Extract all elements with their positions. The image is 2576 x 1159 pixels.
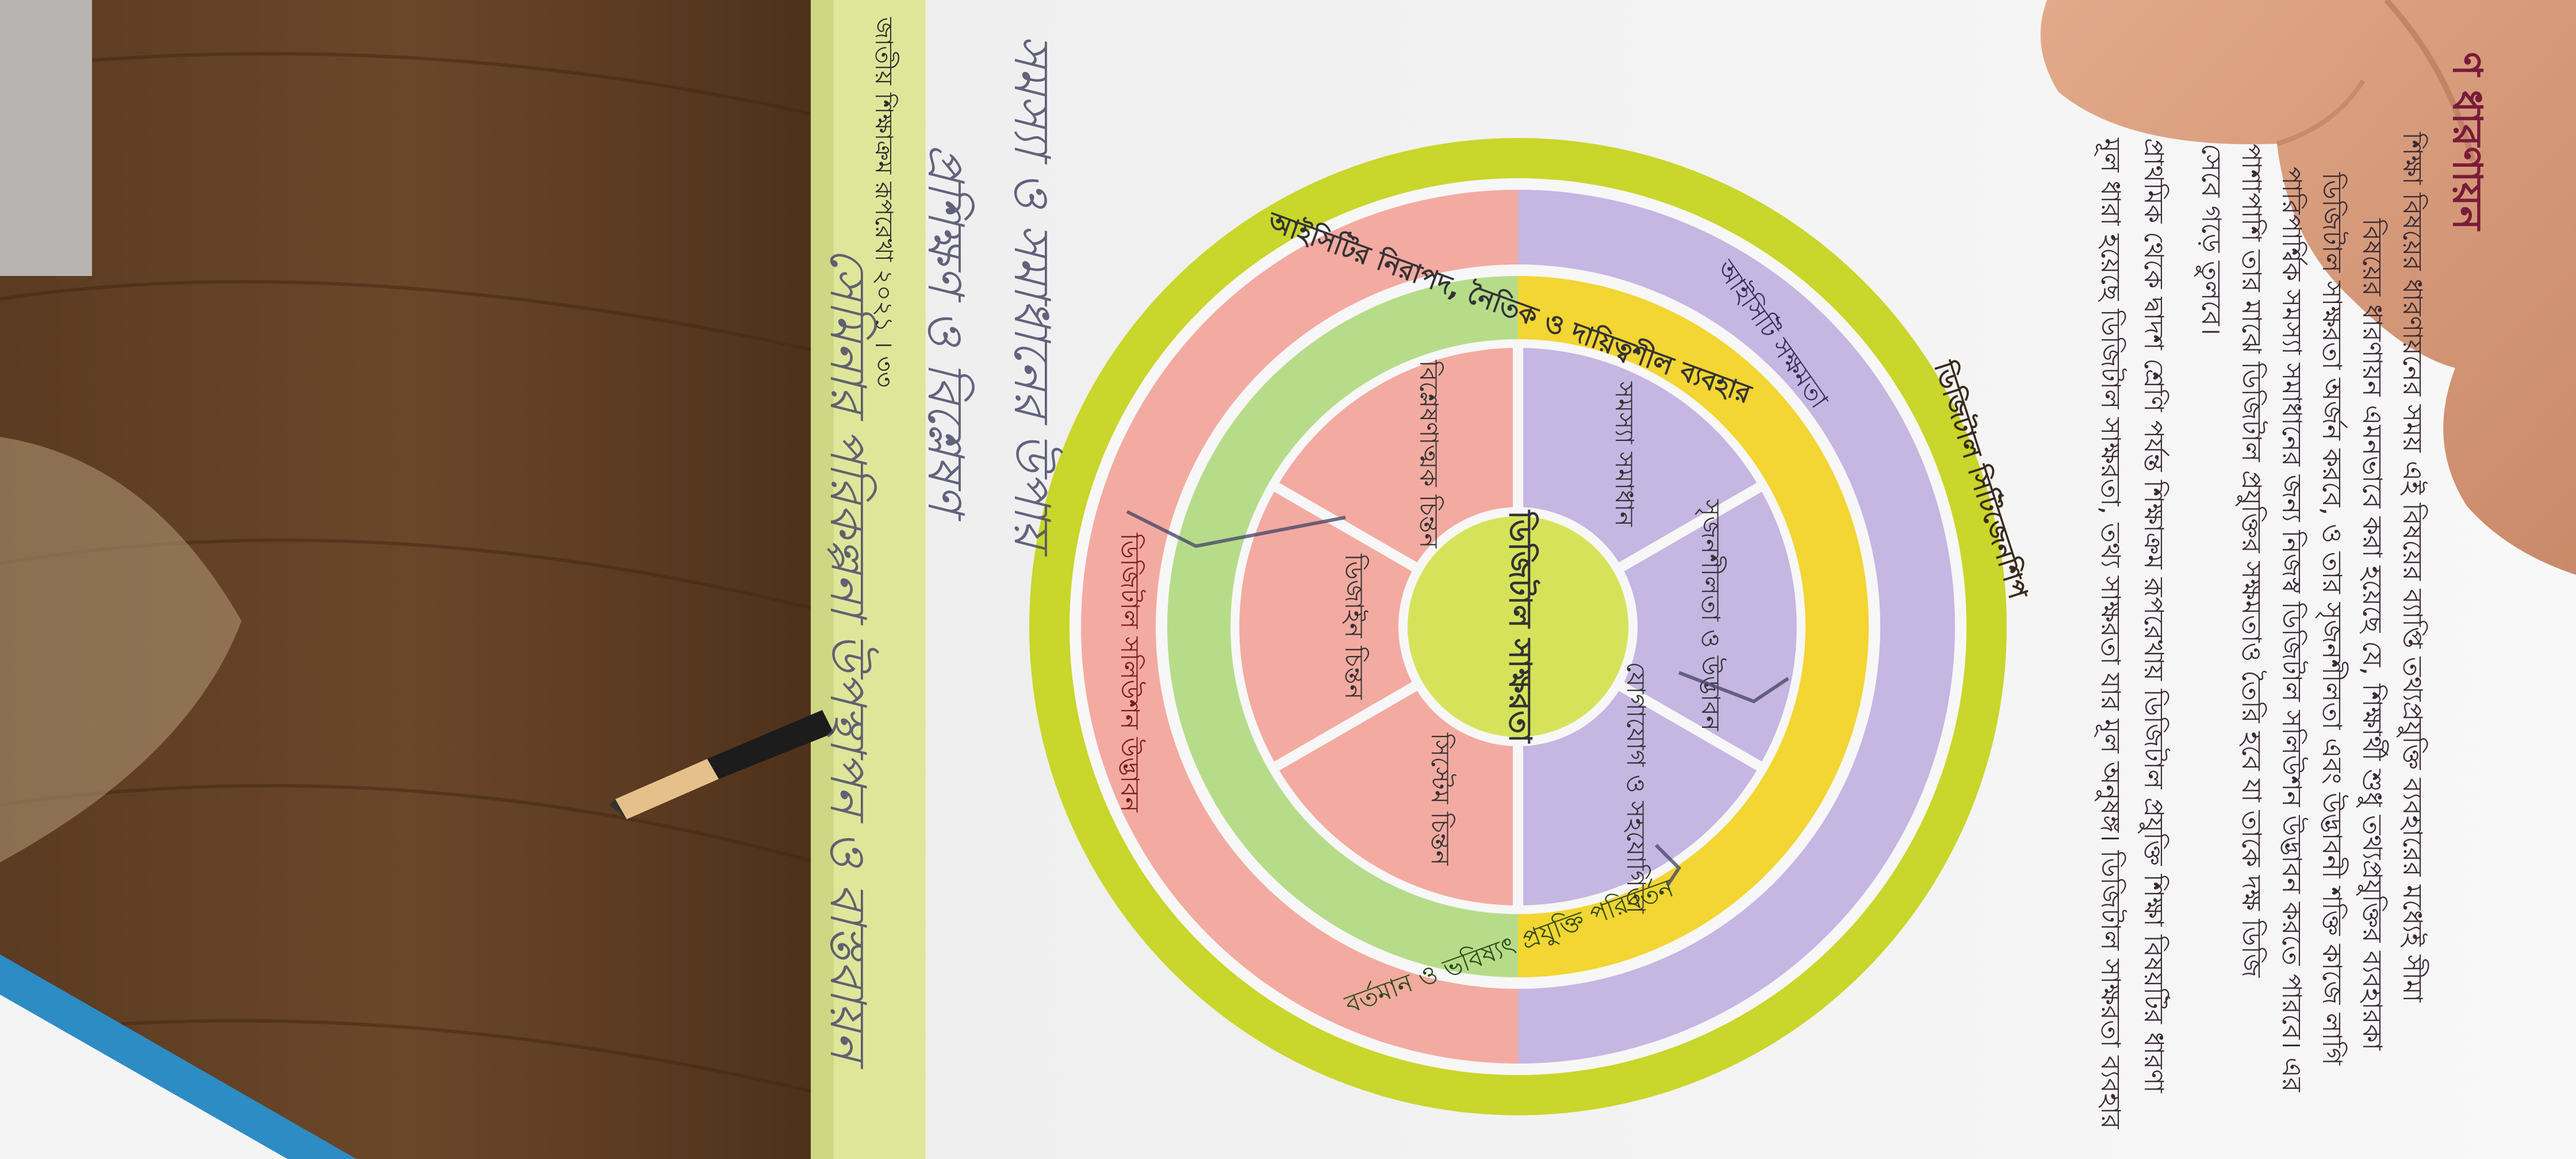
pencil (610, 710, 834, 819)
segment-label-5: বিশ্লেষণাত্মক চিন্তন (1414, 359, 1444, 548)
page-line-7: প্রাথমিক থেকে দ্বাদশ শ্রেণি পর্যন্ত শিক্… (2138, 138, 2169, 1093)
page-title: ণ ধারণায়ন (2444, 52, 2491, 231)
grey-cloth (0, 0, 92, 276)
band-label-pink: ডিজিটাল সলিউশন উদ্ভাবন (1115, 532, 1146, 812)
hand (2040, 0, 2576, 575)
ring-yellow-band (1518, 276, 1869, 977)
digital-literacy-wheel: ডিজিটাল সাক্ষরতা সমস্যা সমাধান সৃজনশীলতা… (1029, 138, 2036, 1115)
wood-knot (0, 437, 241, 862)
ring-lavender-half (1518, 190, 1955, 1064)
segment-label-4: ডিজাইন চিন্তন (1339, 553, 1369, 700)
page-line-3: ডিজিটাল সাক্ষরতা অর্জন করবে, ও তার সৃজনশ… (2317, 172, 2348, 1065)
page-line-2: বিষয়ের ধারণায়ন এমনভাবে করা হয়েছে যে, … (2357, 218, 2388, 1050)
center-label: ডিজিটাল সাক্ষরতা (1502, 509, 1540, 744)
handwriting-line-2: প্রশিক্ষণ ও বিশ্লেষণ (917, 144, 974, 513)
segment-label-3: সিস্টেম চিন্তন (1425, 732, 1456, 866)
handwriting-line-3: সমস্যা ও সমাধানের উপায় (1003, 34, 1060, 548)
page-line-6: সেবে গড়ে তুলবে। (2196, 144, 2227, 336)
wheel-center-circle (1398, 507, 1638, 746)
page-footer-strip-dark (811, 0, 834, 1159)
page-line-8: মূল ধারা হয়েছে ডিজিটাল সাক্ষরতা, তথ্য স… (2095, 138, 2126, 1129)
handwriting-line-1: সেমিনার পরিকল্পনা উপস্থাপন ও বাস্তবায়ন (819, 247, 876, 1061)
segment-label-1: সৃজনশীলতা ও উদ্ভাবন (1695, 499, 1727, 731)
segment-design-thinking (1239, 488, 1518, 766)
segment-label-2: যোগাযোগ ও সহযোগিতা (1621, 662, 1651, 914)
ring-pink-half (1081, 190, 1518, 1064)
page-line-5: পাশাপাশি তার মাঝে ডিজিটাল প্রযুক্তির সক্… (2236, 144, 2267, 978)
white-paper-corner (0, 995, 288, 1159)
segment-label-0: সমস্যা সমাধান (1609, 381, 1639, 527)
pencil-marks (1126, 510, 1789, 886)
ring-green-band (1167, 276, 1518, 977)
segment-creativity (1518, 488, 1797, 766)
page-line-4: পারিপার্শ্বিক সমস্যা সমাধানের জন্য নিজস্… (2276, 167, 2307, 1092)
page-line-1: শিক্ষা বিষয়ের ধারণায়নের সময় এই বিষয়ে… (2397, 132, 2428, 1003)
